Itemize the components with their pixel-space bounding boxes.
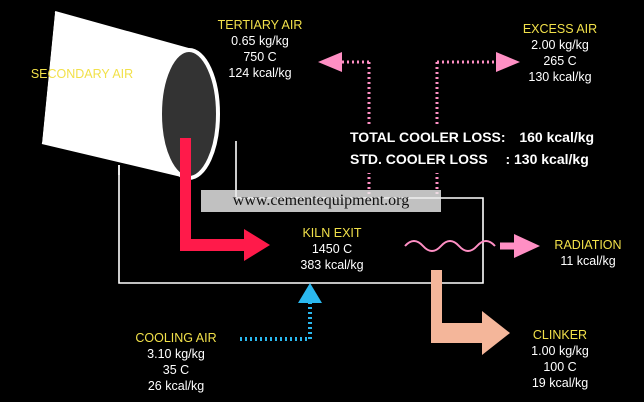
excess-air-flow: 2.00 kg/kg (531, 38, 589, 52)
radiation-label: RADIATION 11 kcal/kg (538, 237, 638, 269)
tertiary-air-heat: 124 kcal/kg (228, 66, 292, 80)
cooling-air-title: COOLING AIR (135, 331, 217, 345)
total-cooler-loss-row: TOTAL COOLER LOSS: 160 kcal/kg (350, 129, 594, 145)
excess-air-heat: 130 kcal/kg (528, 70, 592, 84)
kiln-exit-arrow (180, 138, 270, 261)
kiln-exit-heat: 383 kcal/kg (300, 258, 364, 272)
clinker-temp: 100 C (543, 360, 577, 374)
std-cooler-loss-row: STD. COOLER LOSS : 130 kcal/kg (350, 151, 589, 167)
secondary-air-heat: 126 kcal/kg (50, 115, 114, 129)
tertiary-air-arrow (318, 52, 342, 72)
excess-air-temp: 265 C (543, 54, 577, 68)
tertiary-air-temp: 750 C (243, 50, 277, 64)
kiln-exit-title: KILN EXIT (302, 226, 362, 240)
clinker-label: CLINKER 1.00 kg/kg 100 C 19 kcal/kg (510, 327, 610, 391)
cooling-air-heat: 26 kcal/kg (147, 379, 205, 393)
excess-air-label: EXCESS AIR 2.00 kg/kg 265 C 130 kcal/kg (510, 21, 610, 85)
excess-air-title: EXCESS AIR (522, 22, 598, 36)
clinker-title: CLINKER (532, 328, 588, 342)
kiln-tube-body (42, 12, 190, 178)
radiation-wave (404, 240, 496, 252)
secondary-air-title: SECONDARY AIR (30, 67, 134, 81)
excess-air-arrow (496, 52, 520, 72)
kiln-exit-label: KILN EXIT 1450 C 383 kcal/kg (282, 225, 382, 273)
cooler-box-outline (118, 165, 484, 284)
radiation-heat: 11 kcal/kg (560, 254, 616, 268)
kiln-exit-temp: 1450 C (311, 242, 353, 256)
radiation-arrow (514, 234, 540, 258)
secondary-air-temp: 1070 C (61, 99, 103, 113)
kiln-tube-bottom-edge (41, 142, 191, 179)
clinker-flow: 1.00 kg/kg (531, 344, 589, 358)
tertiary-air-label: TERTIARY AIR 0.65 kg/kg 750 C 124 kcal/k… (205, 17, 315, 81)
secondary-air-label: SECONDARY AIR 0.45 kg/kg 1070 C 126 kcal… (22, 66, 142, 130)
tertiary-air-flow: 0.65 kg/kg (231, 34, 289, 48)
radiation-title: RADIATION (554, 238, 622, 252)
total-cooler-loss-label: TOTAL COOLER LOSS: (350, 129, 506, 145)
std-cooler-loss-value: : 130 kcal/kg (505, 151, 589, 167)
secondary-air-flow: 0.45 kg/kg (53, 83, 111, 97)
tertiary-air-title: TERTIARY AIR (217, 18, 303, 32)
std-cooler-loss-label: STD. COOLER LOSS (350, 151, 488, 167)
cooling-air-flow: 3.10 kg/kg (147, 347, 205, 361)
cooling-air-temp: 35 C (162, 363, 190, 377)
total-cooler-loss-value: 160 kcal/kg (519, 129, 595, 145)
cooling-air-arrow (298, 283, 322, 303)
watermark: www.cementequipment.org (201, 190, 441, 212)
cooler-loss-summary: TOTAL COOLER LOSS: 160 kcal/kg STD. COOL… (344, 125, 626, 173)
clinker-heat: 19 kcal/kg (531, 376, 589, 390)
cooling-air-label: COOLING AIR 3.10 kg/kg 35 C 26 kcal/kg (118, 330, 234, 394)
kiln-tube-cut (0, 0, 55, 143)
clinker-arrow (431, 270, 510, 355)
kiln-tube-top-edge (54, 11, 193, 51)
